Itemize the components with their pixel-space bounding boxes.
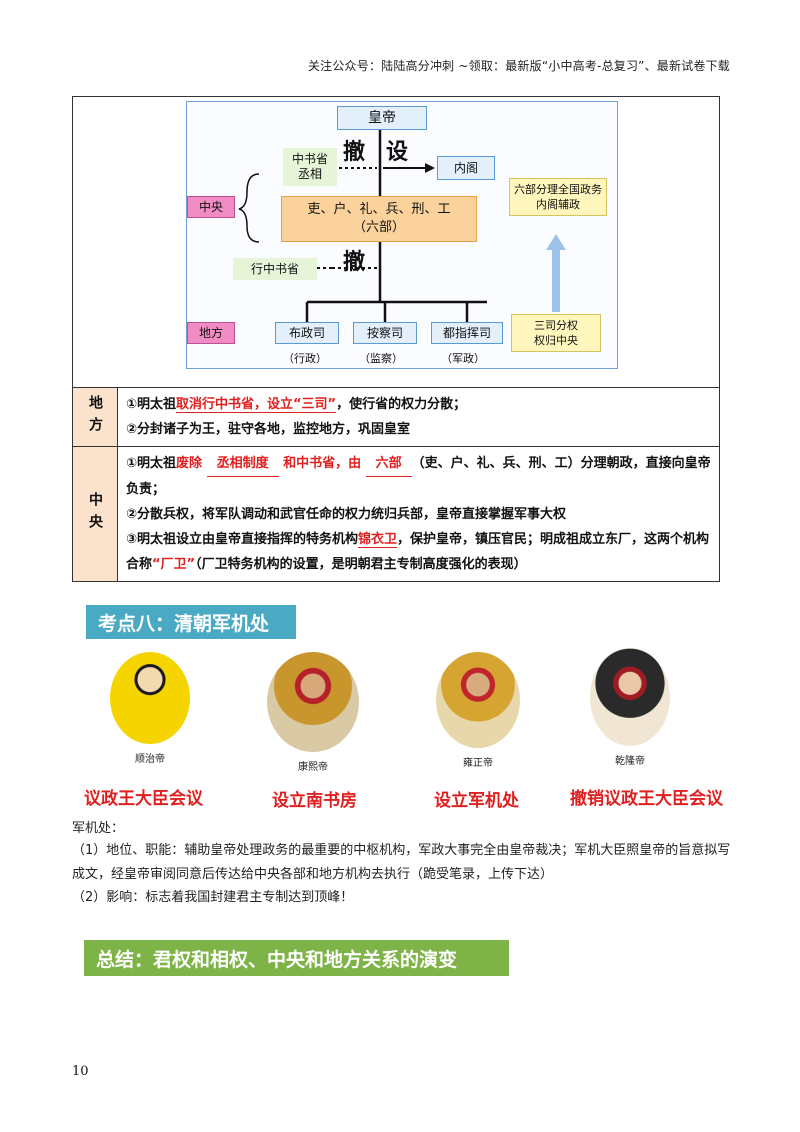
six-manage-box: 六部分理全国政务 内阁辅政: [509, 178, 607, 216]
zhongshu-box: 中书省 丞相: [283, 148, 337, 186]
action-yongzheng: 设立军机处: [434, 791, 519, 811]
supervision-note: （监察）: [359, 352, 403, 365]
abolish-label-bottom: 撤: [343, 250, 366, 275]
emperor-name: 乾隆帝: [615, 756, 645, 767]
xingzhong-box: 行中书省: [233, 258, 317, 280]
emperor-name: 雍正帝: [463, 758, 493, 769]
highlight-text: 和中书省，由: [283, 456, 362, 471]
text: （吏、户、礼、兵、刑、工）分理朝政，直接向皇帝负责；: [126, 456, 711, 497]
page-header: 关注公众号：陆陆高分冲刺 ~领取：最新版“小中高考-总复习”、最新试卷下载: [307, 59, 730, 73]
six-ministries-box: 吏、户、礼、兵、刑、工 （六部）: [281, 196, 477, 242]
portrait-image: [590, 648, 670, 746]
action-qianlong: 撤销议政王大臣会议: [570, 789, 723, 809]
local-label: 地方: [73, 388, 118, 446]
local-row: 地方 ①明太祖取消行中书省，设立“三司”，使行省的权力分散； ②分封诸子为王，驻…: [73, 388, 719, 447]
military-note: （军政）: [441, 352, 485, 365]
central-content: ①明太祖废除 丞相制度 和中书省，由 六部（吏、户、礼、兵、刑、工）分理朝政，直…: [118, 447, 719, 581]
emperor-box: 皇帝: [337, 106, 427, 130]
abolish-label-top: 撤: [343, 140, 366, 165]
establish-label: 设: [386, 140, 409, 165]
text: ③明太祖设立由皇帝直接指挥的特务机构: [126, 532, 359, 547]
emperor-name: 康熙帝: [298, 762, 328, 773]
highlight-text: 锦衣卫: [358, 532, 398, 548]
fill-blank-answer: 丞相制度: [206, 451, 279, 477]
central-row: 中央 ①明太祖废除 丞相制度 和中书省，由 六部（吏、户、礼、兵、刑、工）分理朝…: [73, 447, 719, 581]
action-kangxi: 设立南书房: [272, 791, 357, 811]
admin-note: （行政）: [283, 352, 327, 365]
local-content: ①明太祖取消行中书省，设立“三司”，使行省的权力分散； ②分封诸子为王，驻守各地…: [118, 388, 719, 446]
buzheng-box: 布政司: [275, 322, 339, 344]
emperor-yongzheng: 雍正帝: [428, 652, 528, 769]
text: ①明太祖: [126, 456, 177, 471]
portrait-image: [267, 652, 359, 752]
local-box: 地方: [187, 322, 235, 344]
text: ①明太祖: [126, 397, 177, 412]
emperor-kangxi: 康熙帝: [258, 652, 368, 773]
section-8-title: 考点八：清朝军机处: [86, 605, 296, 639]
emperor-qianlong: 乾隆帝: [580, 648, 680, 767]
neige-box: 内阁: [437, 156, 495, 180]
action-shunzhi: 议政王大臣会议: [84, 789, 203, 809]
diagram-row: 皇帝 撤 设 中书省 丞相 内阁 中央 吏、户、礼、兵、刑、工 （六部） 六部分…: [73, 97, 719, 388]
summary-title: 总结：君权和相权、中央和地方关系的演变: [84, 940, 509, 976]
duzhihui-box: 都指挥司: [431, 322, 503, 344]
diagram-connectors: [238, 130, 566, 322]
junjichu-point-2: （2）影响：标志着我国封建君主专制达到顶峰！: [72, 890, 354, 905]
central-label: 中央: [73, 447, 118, 581]
junjichu-point-1: （1）地位、职能：辅助皇帝处理政务的最重要的中枢机构，军政大事完全由皇帝裁决；军…: [72, 843, 731, 882]
text: ，保护皇帝，镇压官民；明成祖成立东厂，这两个机构合称: [126, 532, 710, 572]
ming-table: 皇帝 撤 设 中书省 丞相 内阁 中央 吏、户、礼、兵、刑、工 （六部） 六部分…: [72, 96, 720, 582]
highlight-text: 取消行中书省，设立“三司”: [176, 397, 337, 413]
portrait-image: [110, 652, 190, 744]
text: ，使行省的权力分散；: [336, 397, 467, 412]
text: ②分封诸子为王，驻守各地，监控地方，巩固皇室: [126, 422, 411, 437]
portrait-image: [436, 652, 520, 748]
ming-structure-diagram: 皇帝 撤 设 中书省 丞相 内阁 中央 吏、户、礼、兵、刑、工 （六部） 六部分…: [186, 101, 618, 369]
text: ②分散兵权，将军队调动和武官任命的权力统归兵部，皇帝直接掌握军事大权: [126, 507, 567, 522]
page-number: 10: [72, 1064, 89, 1079]
emperor-shunzhi: 顺治帝: [100, 652, 200, 765]
sansi-box: 三司分权 权归中央: [511, 314, 601, 352]
text: （厂卫特务机构的设置，是明朝君主专制高度强化的表现）: [195, 557, 527, 572]
highlight-text: 废除: [176, 456, 203, 471]
fill-blank-answer: 六部: [365, 451, 412, 477]
junjichu-heading: 军机处：: [72, 821, 125, 836]
central-box: 中央: [187, 196, 235, 218]
highlight-text: “厂卫”: [152, 557, 196, 572]
emperor-name: 顺治帝: [135, 754, 165, 765]
ancha-box: 按察司: [353, 322, 417, 344]
